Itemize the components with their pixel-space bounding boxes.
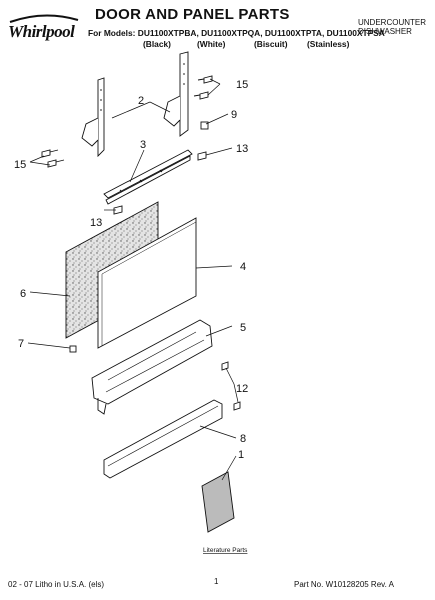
product-type: UNDERCOUNTER DISHWASHER [358, 18, 426, 36]
screw-12-lower [233, 401, 241, 411]
callout-7: 7 [18, 338, 24, 350]
callout-15-upper: 15 [236, 79, 248, 91]
product-type-line1: UNDERCOUNTER [358, 18, 426, 27]
screw-13-right [197, 151, 207, 161]
screw-13-left [113, 205, 123, 215]
callout-13-right: 13 [236, 143, 248, 155]
door-panel-4 [97, 217, 197, 349]
callout-15-lower: 15 [14, 159, 26, 171]
hinge-bracket-left [81, 77, 105, 158]
literature-parts-label: Literature Parts [203, 547, 248, 554]
callout-6: 6 [20, 288, 26, 300]
brand-name: Whirlpool [8, 22, 75, 41]
clip-7 [69, 345, 77, 353]
callout-9: 9 [231, 109, 237, 121]
callout-2: 2 [138, 95, 144, 107]
literature-parts-1 [201, 471, 235, 533]
variant-black: (Black) [143, 39, 171, 49]
callout-numbers: 15 2 9 3 13 15 13 4 6 5 7 12 8 1 [14, 79, 248, 461]
hinge-bracket-right [163, 51, 189, 137]
callout-4: 4 [240, 261, 246, 273]
footer-print-info: 02 - 07 Litho in U.S.A. (els) [8, 580, 105, 589]
callout-8: 8 [240, 433, 246, 445]
screws-15-lower [41, 149, 65, 168]
screws-15-upper [193, 75, 213, 100]
variant-stainless: (Stainless) [307, 39, 350, 49]
kick-plate-8 [103, 399, 223, 479]
models-label: For Models: [88, 28, 136, 38]
whirlpool-logo: Whirlpool [8, 22, 75, 42]
screw-12-upper [221, 361, 229, 371]
callout-13-left: 13 [90, 217, 102, 229]
callout-5: 5 [240, 322, 246, 334]
models-line: For Models: DU1100XTPBA, DU1100XTPQA, DU… [88, 28, 385, 38]
logo-swoosh-icon [9, 14, 79, 23]
product-type-line2: DISHWASHER [358, 27, 412, 36]
callout-12: 12 [236, 383, 248, 395]
part-number: Part No. W10128205 Rev. A [294, 580, 394, 589]
callout-1: 1 [238, 449, 244, 461]
page-title: DOOR AND PANEL PARTS [95, 6, 290, 23]
leader-lines [27, 78, 239, 481]
panel-rail-3 [103, 149, 193, 205]
callout-3: 3 [140, 139, 146, 151]
variant-white: (White) [197, 39, 226, 49]
models-list: DU1100XTPBA, DU1100XTPQA, DU1100XTPTA, D… [137, 28, 385, 38]
variant-biscuit: (Biscuit) [254, 39, 288, 49]
lower-bracket-5 [91, 319, 213, 415]
page-number: 1 [214, 577, 219, 586]
clip-9 [200, 121, 209, 130]
